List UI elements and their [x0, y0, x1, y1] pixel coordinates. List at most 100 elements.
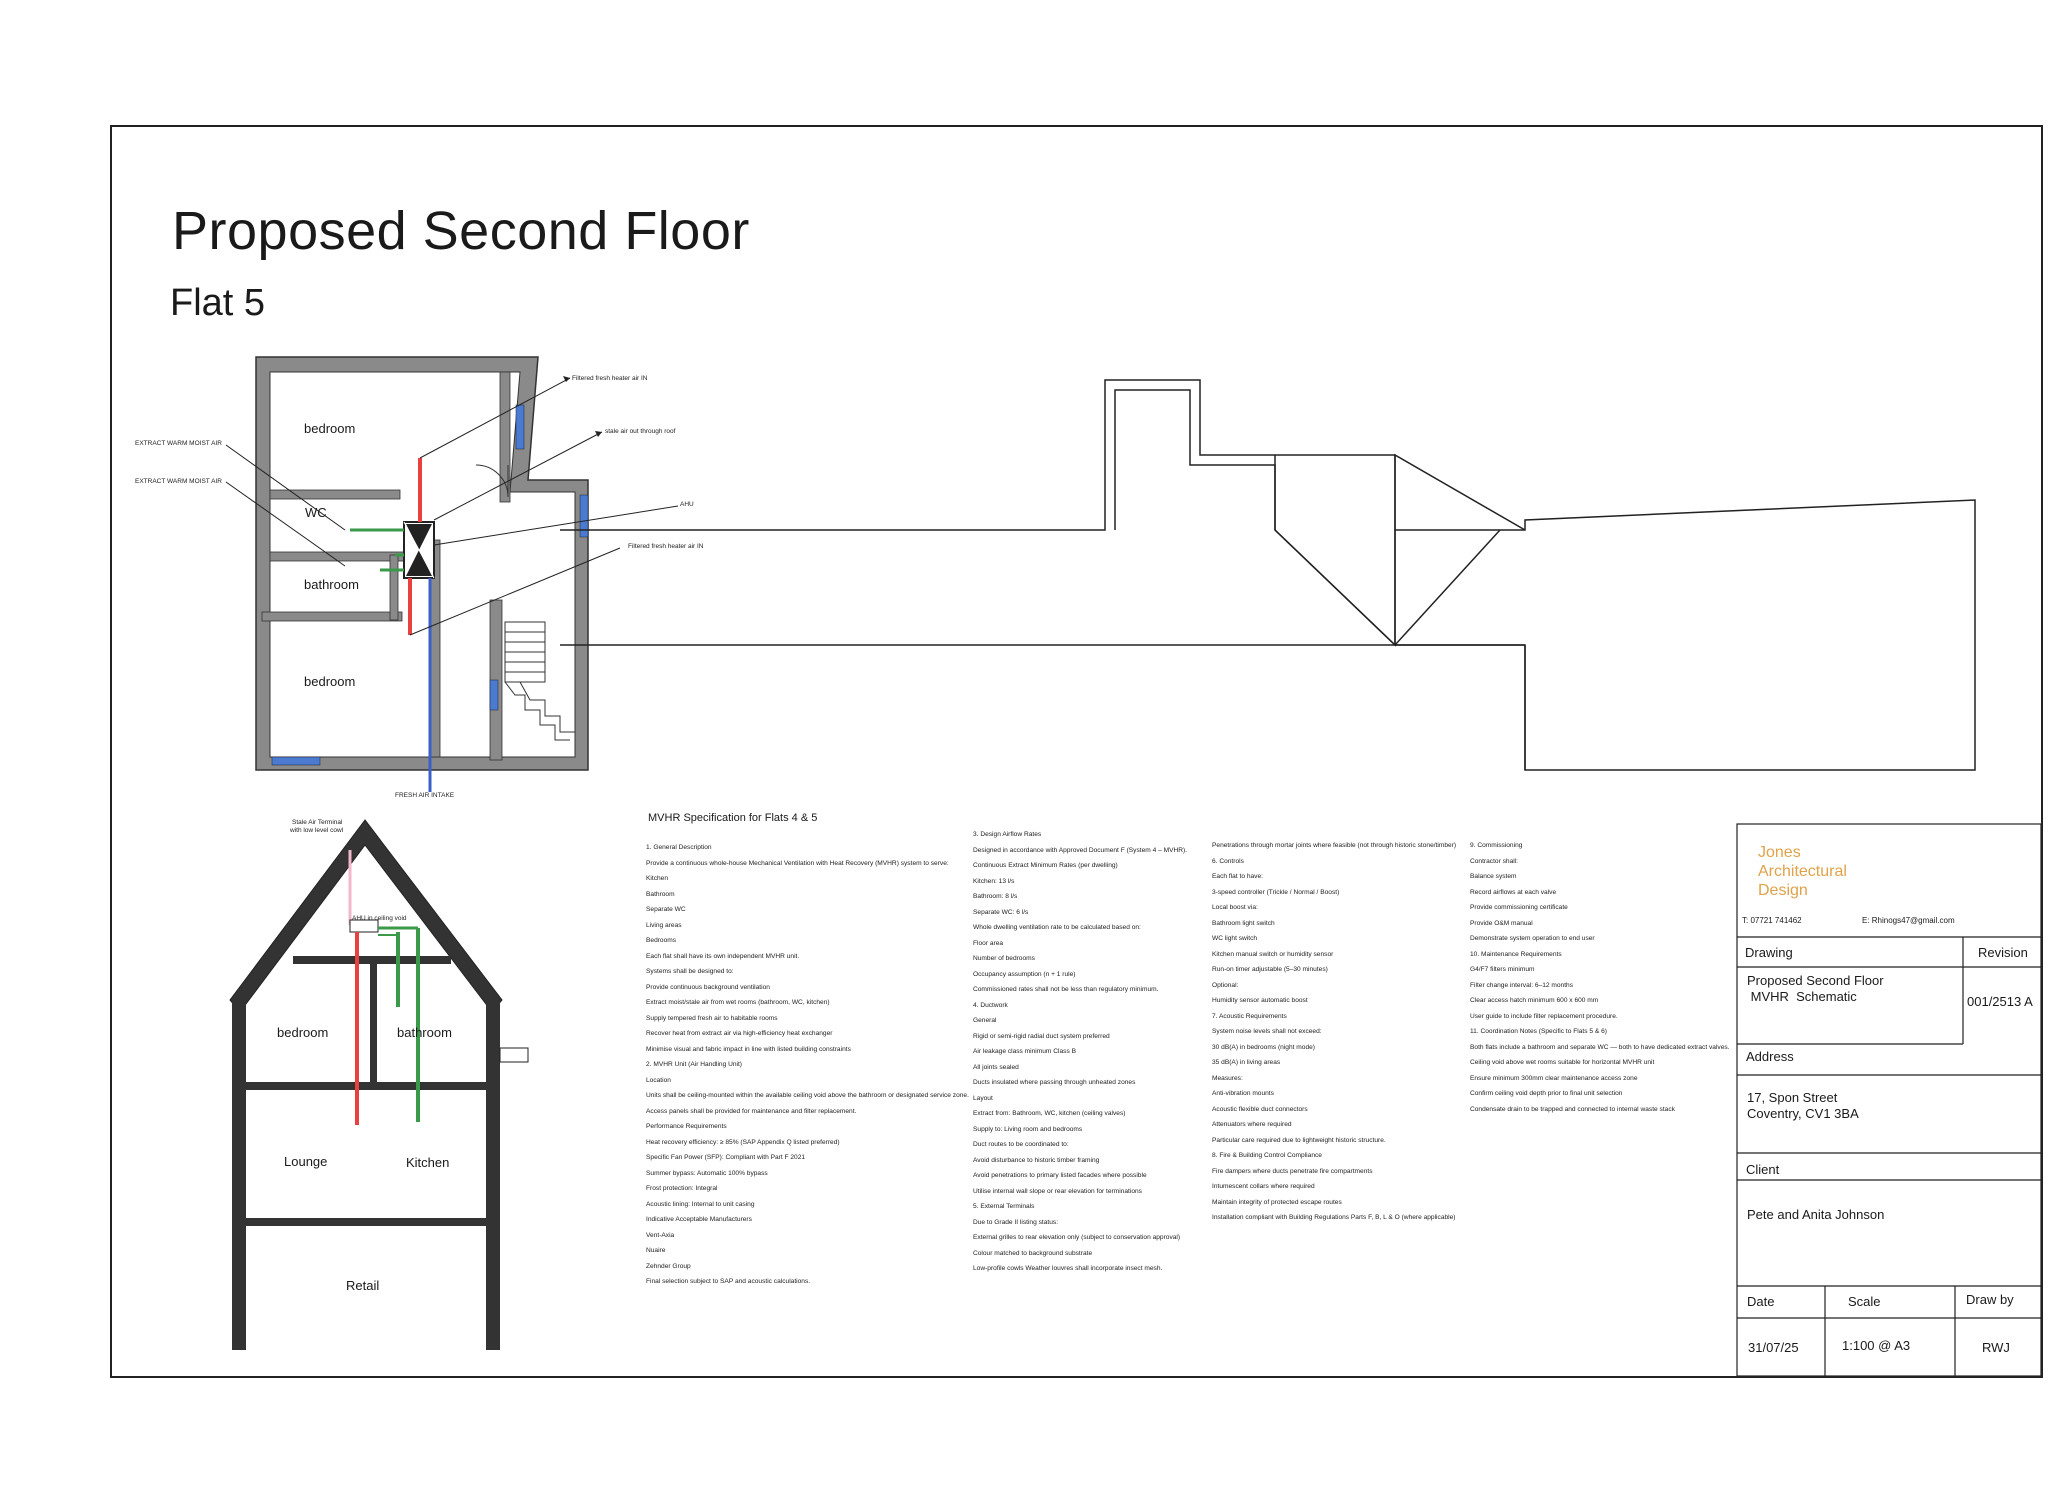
spec-line: Intumescent collars where required [1212, 1183, 1315, 1190]
spec-line: Extract moist/stale air from wet rooms (… [646, 999, 830, 1006]
spec-line: Location [646, 1076, 671, 1084]
date-label: Date [1747, 1294, 1775, 1309]
spec-line: Acoustic flexible duct connectors [1212, 1105, 1308, 1113]
spec-line: Rigid or semi-rigid radial duct system p… [973, 1032, 1110, 1040]
spec-line: Low-profile cowls Weather louvres shall … [973, 1265, 1163, 1272]
spec-column-3: Penetrations through mortar joints where… [1212, 838, 1456, 1226]
spec-line: 30 dB(A) in bedrooms (night mode) [1212, 1043, 1315, 1051]
spec-line: Run-on timer adjustable (5–30 minutes) [1212, 966, 1328, 973]
section-terminal-line1: Stale Air Terminal [292, 819, 343, 826]
spec-line: Summer bypass: Automatic 100% bypass [646, 1169, 768, 1177]
spec-line: Each flat to have: [1212, 873, 1263, 880]
company-phone: T: 07721 741462 [1742, 916, 1802, 925]
spec-line: Access panels shall be provided for main… [646, 1107, 857, 1115]
section-room-retail: Retail [346, 1278, 380, 1293]
spec-line: 9. Commissioning [1470, 842, 1523, 849]
spec-line: 2. MVHR Unit (Air Handling Unit) [646, 1061, 743, 1068]
spec-line: Bathroom: 8 l/s [973, 893, 1018, 900]
spec-line: Systems shall be designed to: [646, 968, 734, 975]
spec-heading: MVHR Specification for Flats 4 & 5 [648, 812, 818, 824]
annotation-filtered-in-mid: Filtered fresh heater air IN [628, 543, 704, 550]
street-elevation [560, 379, 1976, 771]
spec-line: Colour matched to background substrate [973, 1249, 1093, 1257]
scale-label: Scale [1848, 1294, 1881, 1309]
spec-line: Confirm ceiling void depth prior to fina… [1470, 1090, 1623, 1097]
spec-line: Provide commissioning certificate [1470, 904, 1568, 911]
spec-line: Minimise visual and fabric impact in lin… [646, 1045, 851, 1053]
spec-line: 6. Controls [1212, 857, 1244, 865]
address-line2: Coventry, CV1 3BA [1747, 1106, 1859, 1121]
spec-line: All joints sealed [973, 1063, 1019, 1071]
spec-line: Demonstrate system operation to end user [1470, 935, 1595, 942]
spec-line: Zehnder Group [646, 1262, 691, 1270]
spec-line: Avoid penetrations to primary listed fac… [973, 1172, 1147, 1179]
plan-room-bedroom-bottom: bedroom [304, 674, 356, 689]
spec-line: Both flats include a bathroom and separa… [1470, 1043, 1730, 1051]
plan-room-wc: WC [305, 505, 327, 520]
address-label: Address [1746, 1049, 1794, 1064]
spec-line: Layout [973, 1094, 993, 1102]
spec-line: 3-speed controller (Trickle / Normal / B… [1212, 888, 1340, 896]
spec-line: 1. General Description [646, 844, 712, 851]
plan-room-bedroom-top: bedroom [304, 421, 356, 436]
spec-line: Vent-Axia [646, 1231, 675, 1239]
spec-line: Provide continuous background ventilatio… [646, 983, 770, 991]
spec-line: Balance system [1470, 873, 1517, 880]
spec-line: Commissioned rates shall not be less tha… [973, 986, 1159, 993]
spec-line: Specific Fan Power (SFP): Compliant with… [646, 1154, 806, 1161]
spec-line: Kitchen: 13 l/s [973, 877, 1015, 885]
title-block-frame [1736, 823, 2042, 1377]
company-logo-text: Jones Architectural Design [1758, 844, 1847, 899]
drawn-by-label: Draw by [1966, 1292, 2014, 1307]
spec-line: Ensure minimum 300mm clear maintenance a… [1470, 1074, 1638, 1082]
spec-line: Provide O&M manual [1470, 919, 1533, 927]
spec-line: 10. Maintenance Requirements [1470, 950, 1562, 958]
annotation-extract-1: EXTRACT WARM MOIST AIR [135, 440, 222, 447]
spec-line: Due to Grade II listing status: [973, 1218, 1059, 1226]
spec-line: Contractor shall: [1470, 857, 1519, 865]
spec-line: 3. Design Airflow Rates [973, 831, 1042, 838]
spec-line: Frost protection: Integral [646, 1185, 718, 1192]
spec-line: Local boost via: [1212, 904, 1258, 911]
scale-value: 1:100 @ A3 [1842, 1338, 1911, 1353]
spec-line: Final selection subject to SAP and acous… [646, 1278, 811, 1285]
spec-line: 4. Ductwork [973, 1001, 1008, 1009]
spec-line: 35 dB(A) in living areas [1212, 1059, 1281, 1066]
spec-line: Filter change interval: 6–12 months [1470, 981, 1573, 989]
spec-line: Maintain integrity of protected escape r… [1212, 1198, 1342, 1206]
spec-line: Supply tempered fresh air to habitable r… [646, 1014, 778, 1022]
spec-line: Particular care required due to lightwei… [1212, 1136, 1386, 1144]
drawing-name-line1: Proposed Second Floor [1747, 973, 1884, 988]
drawing-subtitle: Flat 5 [170, 282, 266, 324]
drawing-title: Proposed Second Floor [172, 201, 750, 261]
revision-label: Revision [1978, 945, 2028, 960]
spec-line: 8. Fire & Building Control Compliance [1212, 1152, 1322, 1159]
client-name: Pete and Anita Johnson [1747, 1207, 1885, 1222]
address-line1: 17, Spon Street [1747, 1090, 1838, 1105]
spec-line: Record airflows at each valve [1470, 888, 1557, 896]
drawing-name-line2: MVHR Schematic [1747, 989, 1857, 1004]
spec-line: Indicative Acceptable Manufacturers [646, 1216, 752, 1223]
spec-line: Occupancy assumption (n + 1 rule) [973, 970, 1076, 978]
drawing-sheet-border [110, 125, 2043, 1378]
spec-line: Recover heat from extract air via high-e… [646, 1030, 833, 1037]
spec-line: Supply to: Living room and bedrooms [973, 1125, 1083, 1133]
spec-line: Fire dampers where ducts penetrate fire … [1212, 1167, 1373, 1175]
spec-line: User guide to include filter replacement… [1470, 1012, 1618, 1020]
spec-line: Designed in accordance with Approved Doc… [973, 846, 1188, 854]
spec-line: Provide a continuous whole-house Mechani… [646, 859, 949, 867]
spec-line: Duct routes to be coordinated to: [973, 1141, 1069, 1148]
annotation-ahu: AHU [680, 501, 694, 508]
floor-plan [225, 356, 679, 792]
spec-line: Air leakage class minimum Class B [973, 1048, 1076, 1055]
spec-line: Kitchen manual switch or humidity sensor [1212, 950, 1334, 958]
spec-line: WC light switch [1212, 935, 1258, 942]
spec-line: 5. External Terminals [973, 1203, 1035, 1210]
spec-line: Avoid disturbance to historic timber fra… [973, 1156, 1100, 1164]
spec-line: Measures: [1212, 1074, 1243, 1082]
spec-line: 7. Acoustic Requirements [1212, 1012, 1287, 1020]
spec-line: Floor area [973, 939, 1004, 947]
building-section [229, 819, 529, 1350]
